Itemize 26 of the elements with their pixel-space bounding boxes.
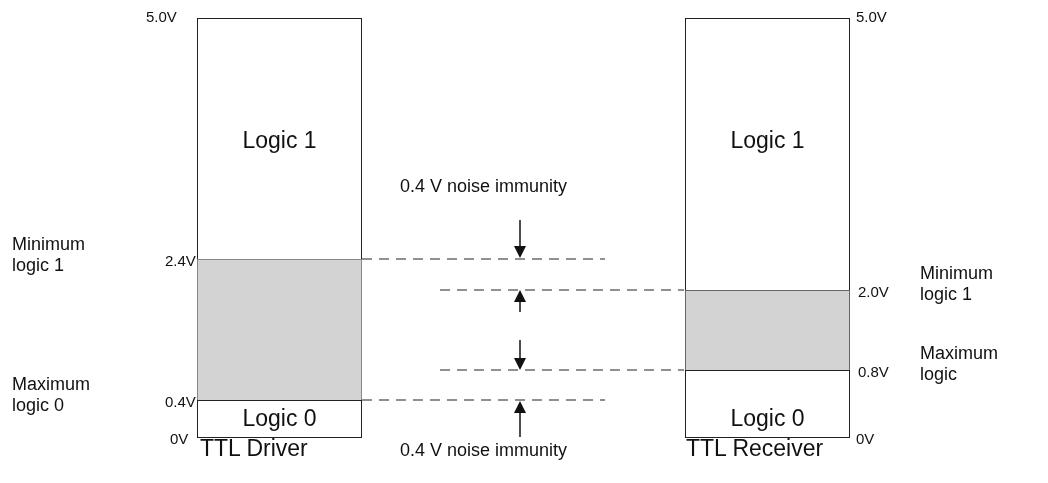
column-title: TTL Receiver bbox=[686, 435, 824, 462]
threshold-label: Maximum logic 0 bbox=[12, 374, 91, 416]
transition-band bbox=[685, 290, 850, 371]
logic-band bbox=[685, 18, 850, 291]
band-label: Logic 0 bbox=[730, 405, 805, 433]
voltage-label: 0.4V bbox=[165, 393, 196, 411]
annotation-text: 0.4 V noise immunity bbox=[400, 440, 568, 461]
band-label: Logic 0 bbox=[242, 405, 317, 433]
voltage-label: 5.0V bbox=[146, 8, 177, 26]
band-label: Logic 1 bbox=[242, 127, 317, 155]
threshold-label: Minimum logic 1 bbox=[920, 263, 994, 305]
voltage-label: 2.4V bbox=[165, 252, 196, 270]
voltage-label: 0V bbox=[856, 430, 875, 448]
voltage-label: 5.0V bbox=[856, 8, 887, 26]
voltage-label: 2.0V bbox=[858, 283, 889, 301]
band-label: Logic 1 bbox=[730, 127, 805, 155]
logic-band bbox=[197, 18, 362, 260]
voltage-label: 0V bbox=[170, 430, 189, 448]
column-title: TTL Driver bbox=[200, 435, 308, 462]
voltage-label: 0.8V bbox=[858, 363, 889, 381]
threshold-label: Maximum logic bbox=[920, 343, 999, 385]
threshold-label: Minimum logic 1 bbox=[12, 234, 86, 276]
logic-band bbox=[685, 370, 850, 438]
annotation-text: 0.4 V noise immunity bbox=[400, 176, 568, 197]
transition-band bbox=[197, 259, 362, 401]
logic-band bbox=[197, 400, 362, 438]
